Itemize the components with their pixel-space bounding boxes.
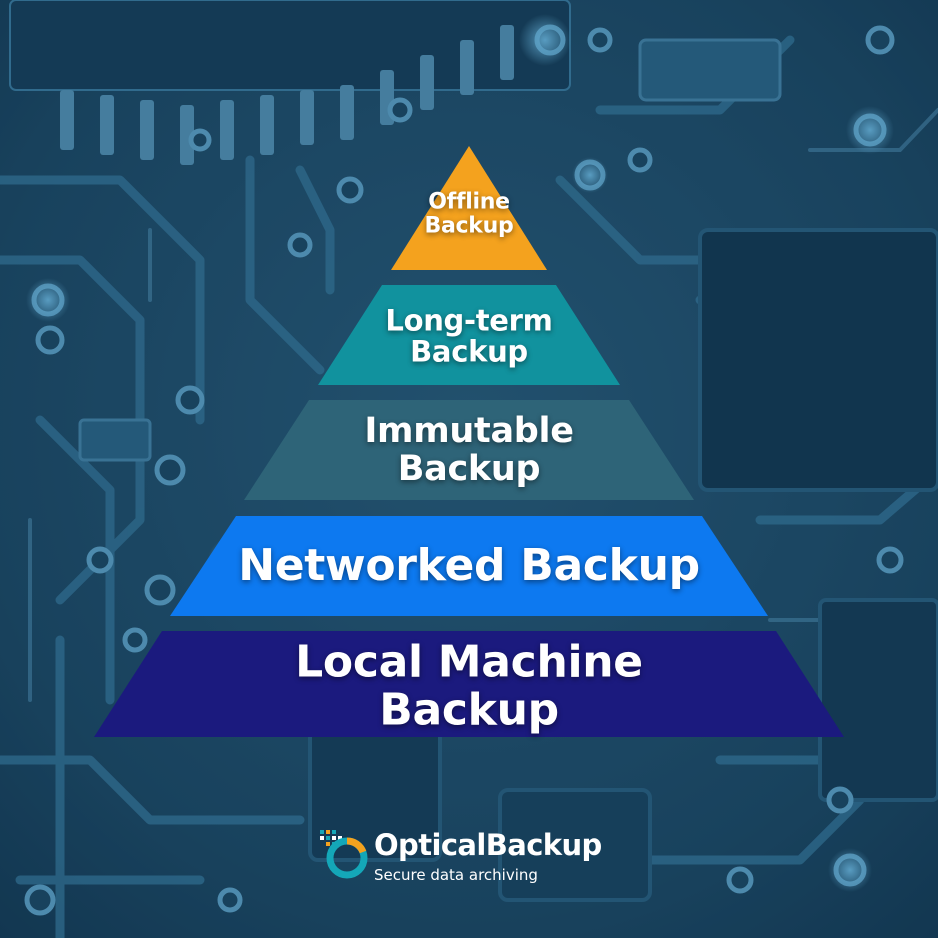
optical-disc-icon xyxy=(320,830,368,879)
tier-long-term-backup-shape xyxy=(318,285,620,385)
logo-pixel xyxy=(332,830,336,834)
logo-pixel xyxy=(338,836,342,840)
tier-offline-backup-shape xyxy=(391,146,547,270)
logo-pixel xyxy=(326,842,330,846)
logo-pixel xyxy=(326,836,330,840)
chip-pins-top xyxy=(60,25,514,165)
logo-pixel xyxy=(326,830,330,834)
logo-pixel xyxy=(320,830,324,834)
tier-local-machine-backup-shape xyxy=(94,631,844,737)
tier-networked-backup-shape xyxy=(170,516,768,616)
brand-name: OpticalBackup xyxy=(374,828,602,862)
tier-immutable-backup-shape xyxy=(244,400,694,500)
logo-pixel xyxy=(332,836,336,840)
brand-tagline: Secure data archiving xyxy=(374,866,538,884)
logo-pixel xyxy=(320,836,324,840)
ic-chip-right xyxy=(78,38,938,902)
brand-logo: OpticalBackup Secure data archiving xyxy=(316,826,636,890)
